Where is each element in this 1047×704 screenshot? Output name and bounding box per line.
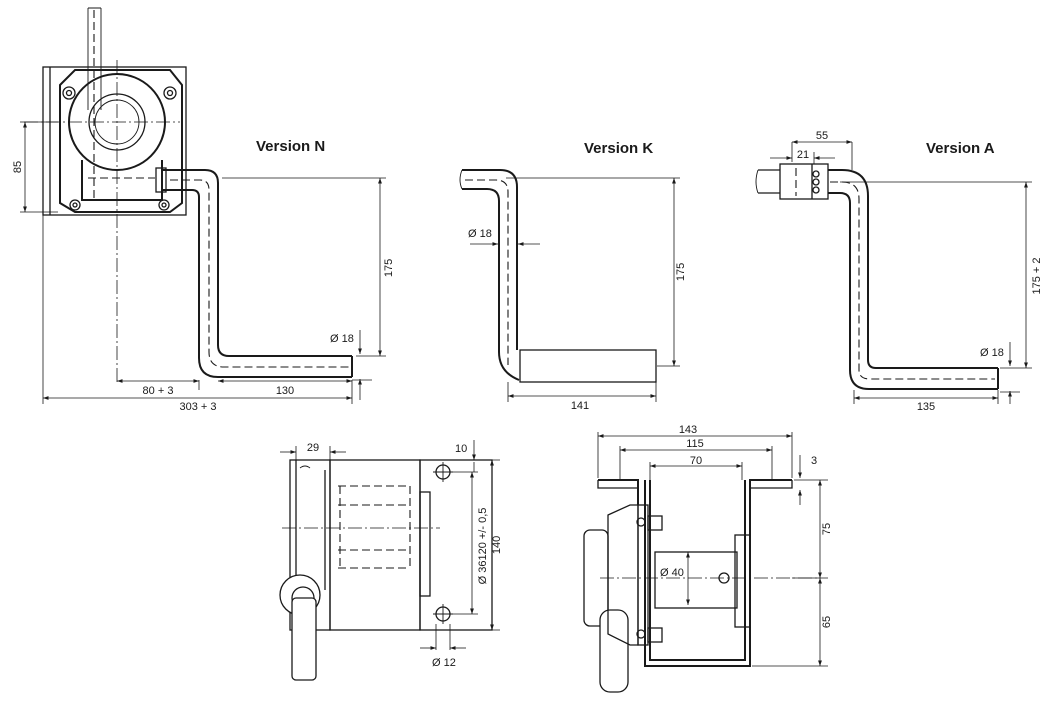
side-dim-140: 140 [491,536,503,554]
front-dim-65: 65 [821,616,833,628]
side-dim-10: 10 [455,443,467,455]
n-dim-80: 80 + 3 [143,385,174,397]
a-dim-175: 175 + 2 [1031,257,1043,294]
version-k-view: 175 Ø 18 141 Version K [459,140,687,412]
a-dim-dia18: Ø 18 [980,347,1004,359]
k-dim-dia18: Ø 18 [468,228,492,240]
front-view: Ø 40 143 115 70 3 75 65 [583,424,833,693]
a-dim-55: 55 [816,130,828,142]
front-dim-75: 75 [821,523,833,535]
version-a-view: 55 21 175 + 2 Ø 18 135 Version A [755,130,1043,413]
a-dim-135: 135 [917,401,935,413]
version-n-title: Version N [256,138,325,155]
side-dim-36120: Ø 36120 +/- 0,5 [477,508,489,585]
n-dim-175: 175 [383,259,395,277]
n-dim-303: 303 + 3 [179,401,216,413]
version-n-view: 85 175 Ø 18 80 + 3 130 303 + 3 Version N [12,7,395,413]
side-dim-29: 29 [307,442,319,454]
front-dim-143: 143 [679,424,697,436]
n-dim-dia18: Ø 18 [330,333,354,345]
version-k-title: Version K [584,140,653,157]
k-dim-175: 175 [675,263,687,281]
side-dim-dia12: Ø 12 [432,657,456,669]
a-dim-21: 21 [797,149,809,161]
front-dim-115: 115 [686,438,704,450]
front-dim-70: 70 [690,455,702,467]
n-dim-85: 85 [12,161,24,173]
side-view: 29 10 Ø 36120 +/- 0,5 140 Ø 12 [279,440,503,681]
front-dim-3: 3 [811,455,817,467]
version-a-title: Version A [926,140,995,157]
front-dim-dia40: Ø 40 [660,567,684,579]
n-dim-130: 130 [276,385,294,397]
k-dim-141: 141 [571,400,589,412]
